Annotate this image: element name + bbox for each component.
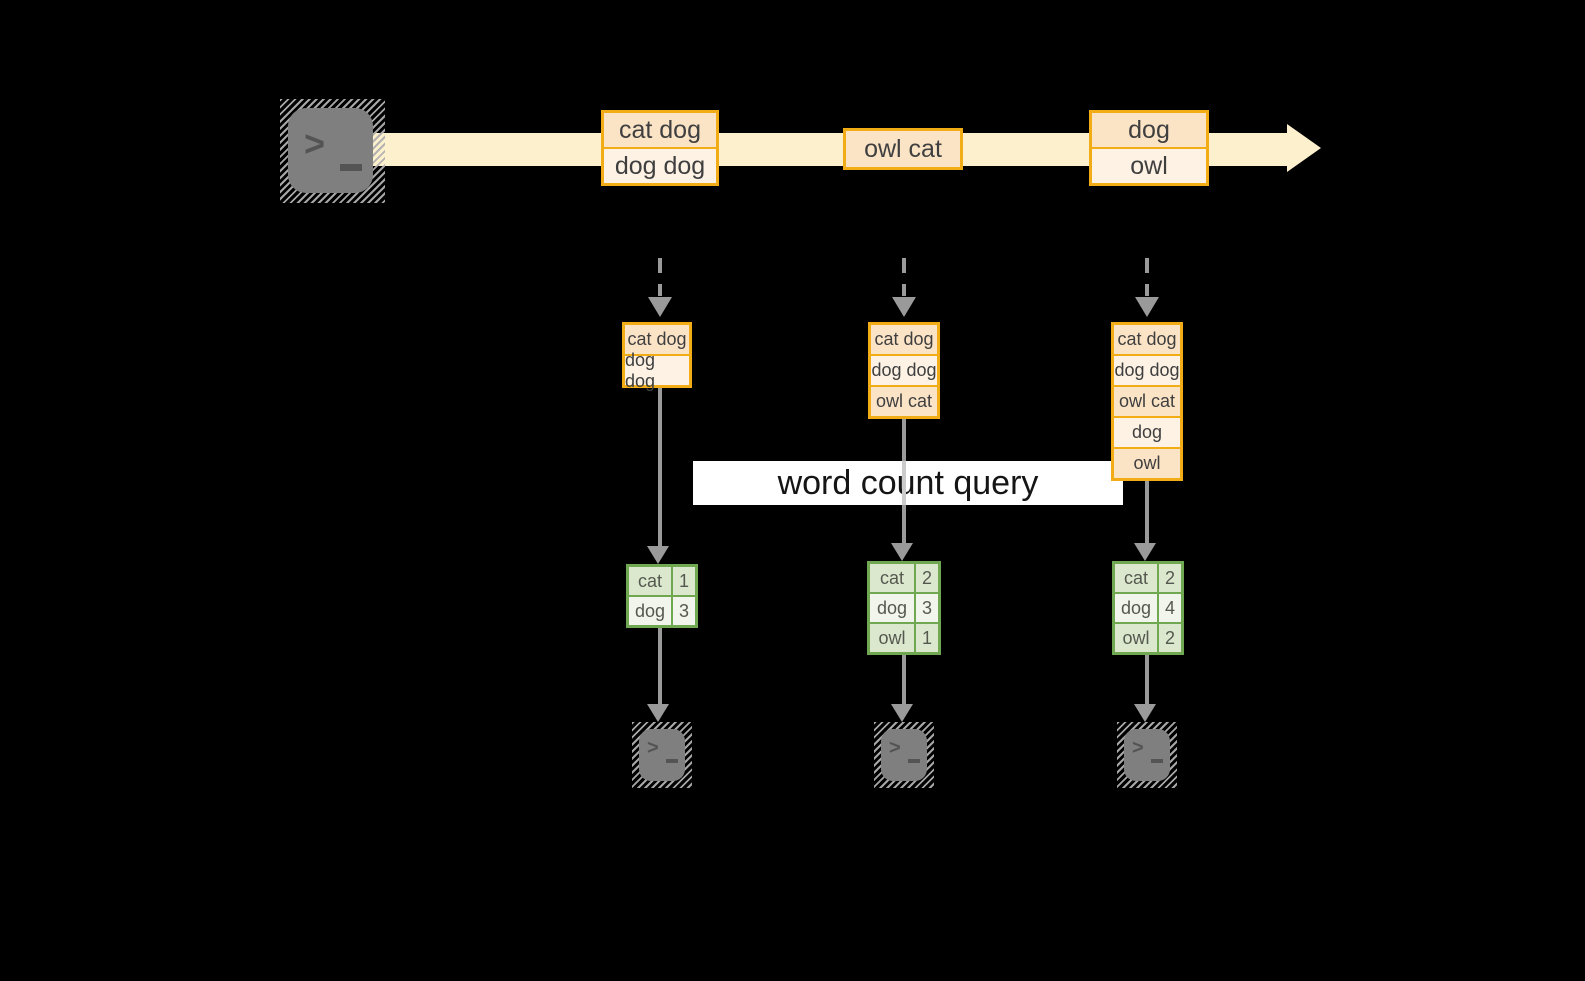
- output-terminal-icon-3: >: [1117, 722, 1177, 788]
- arrow-down-icon: [891, 704, 913, 722]
- terminal-icon: >: [288, 108, 373, 193]
- result-count: 1: [678, 570, 689, 591]
- arrow-down-icon: [1135, 297, 1159, 317]
- arrow-down-icon: [648, 297, 672, 317]
- result-word: dog: [629, 597, 673, 625]
- result-table-3: cat 2 dog 4 owl 2: [1112, 561, 1184, 655]
- batch-record: dog dog: [604, 147, 716, 183]
- result-row: owl 2: [1115, 622, 1181, 652]
- prompt-chevron-icon: >: [304, 123, 326, 164]
- result-table-1: cat 1 dog 3: [626, 564, 698, 628]
- result-to-output-arrow-3: [1145, 655, 1149, 704]
- result-row: cat 2: [1115, 564, 1181, 592]
- result-word: cat: [870, 564, 916, 592]
- input-record: owl cat: [871, 385, 937, 416]
- input-record: dog: [1114, 416, 1180, 447]
- input-table-2: cat dog dog dog owl cat: [868, 322, 940, 419]
- result-count: 3: [921, 597, 932, 618]
- result-count: 2: [921, 567, 932, 588]
- stream-batch-2: owl cat: [843, 128, 963, 170]
- arrow-down-icon: [891, 543, 913, 561]
- output-terminal-icon-1: >: [632, 722, 692, 788]
- result-row: owl 1: [870, 622, 938, 652]
- prompt-underscore-icon: [340, 164, 362, 171]
- stream-timeline-arrowhead-icon: [1287, 124, 1321, 172]
- batch-record: owl cat: [846, 131, 960, 167]
- prompt-underscore-icon: [1151, 759, 1163, 763]
- input-record: cat dog: [1114, 325, 1180, 354]
- input-table-3: cat dog dog dog owl cat dog owl: [1111, 322, 1183, 481]
- result-word: dog: [1115, 594, 1159, 622]
- source-terminal-icon: >: [280, 99, 385, 203]
- result-count: 2: [1164, 567, 1175, 588]
- input-record: dog dog: [871, 354, 937, 385]
- input-record: owl cat: [1114, 385, 1180, 416]
- prompt-chevron-icon: >: [647, 737, 659, 759]
- arrow-crossing-banner: [902, 461, 906, 505]
- result-row: cat 2: [870, 564, 938, 592]
- result-count: 3: [678, 600, 689, 621]
- batch-to-input-arrow-2: [902, 258, 906, 296]
- input-record: dog dog: [1114, 354, 1180, 385]
- prompt-underscore-icon: [666, 759, 678, 763]
- batch-to-input-arrow-3: [1145, 258, 1149, 296]
- result-row: cat 1: [629, 567, 695, 595]
- input-record: cat dog: [625, 325, 689, 354]
- batch-to-input-arrow-1: [658, 258, 662, 296]
- input-to-result-arrow-1: [658, 388, 662, 546]
- input-table-1: cat dog dog dog: [622, 322, 692, 391]
- terminal-icon: >: [1124, 729, 1170, 781]
- terminal-icon: >: [881, 729, 927, 781]
- query-banner: word count query: [693, 461, 1123, 505]
- result-count: 2: [1164, 627, 1175, 648]
- input-record: dog dog: [625, 350, 689, 391]
- arrow-down-icon: [647, 546, 669, 564]
- prompt-underscore-icon: [908, 759, 920, 763]
- prompt-chevron-icon: >: [889, 737, 901, 759]
- result-row: dog 3: [870, 592, 938, 622]
- result-word: owl: [1115, 624, 1159, 652]
- stream-batch-3: dog owl: [1089, 110, 1209, 186]
- result-to-output-arrow-2: [902, 655, 906, 704]
- result-row: dog 3: [629, 595, 695, 625]
- stream-batch-1: cat dog dog dog: [601, 110, 719, 186]
- arrow-down-icon: [892, 297, 916, 317]
- arrow-down-icon: [1134, 704, 1156, 722]
- result-to-output-arrow-1: [658, 628, 662, 704]
- batch-record: cat dog: [604, 113, 716, 147]
- batch-record: owl: [1092, 147, 1206, 183]
- prompt-chevron-icon: >: [1132, 737, 1144, 759]
- result-word: dog: [870, 594, 916, 622]
- result-row: dog 4: [1115, 592, 1181, 622]
- batch-record: dog: [1092, 113, 1206, 147]
- result-word: cat: [1115, 564, 1159, 592]
- result-table-2: cat 2 dog 3 owl 1: [867, 561, 941, 655]
- input-record: owl: [1114, 447, 1180, 478]
- result-count: 1: [921, 627, 932, 648]
- input-to-result-arrow-3: [1145, 481, 1149, 543]
- input-record: cat dog: [871, 325, 937, 354]
- output-terminal-icon-2: >: [874, 722, 934, 788]
- result-word: owl: [870, 624, 916, 652]
- terminal-icon: >: [639, 729, 685, 781]
- arrow-down-icon: [1134, 543, 1156, 561]
- arrow-down-icon: [647, 704, 669, 722]
- result-count: 4: [1164, 597, 1175, 618]
- result-word: cat: [629, 567, 673, 595]
- query-banner-label: word count query: [777, 463, 1039, 502]
